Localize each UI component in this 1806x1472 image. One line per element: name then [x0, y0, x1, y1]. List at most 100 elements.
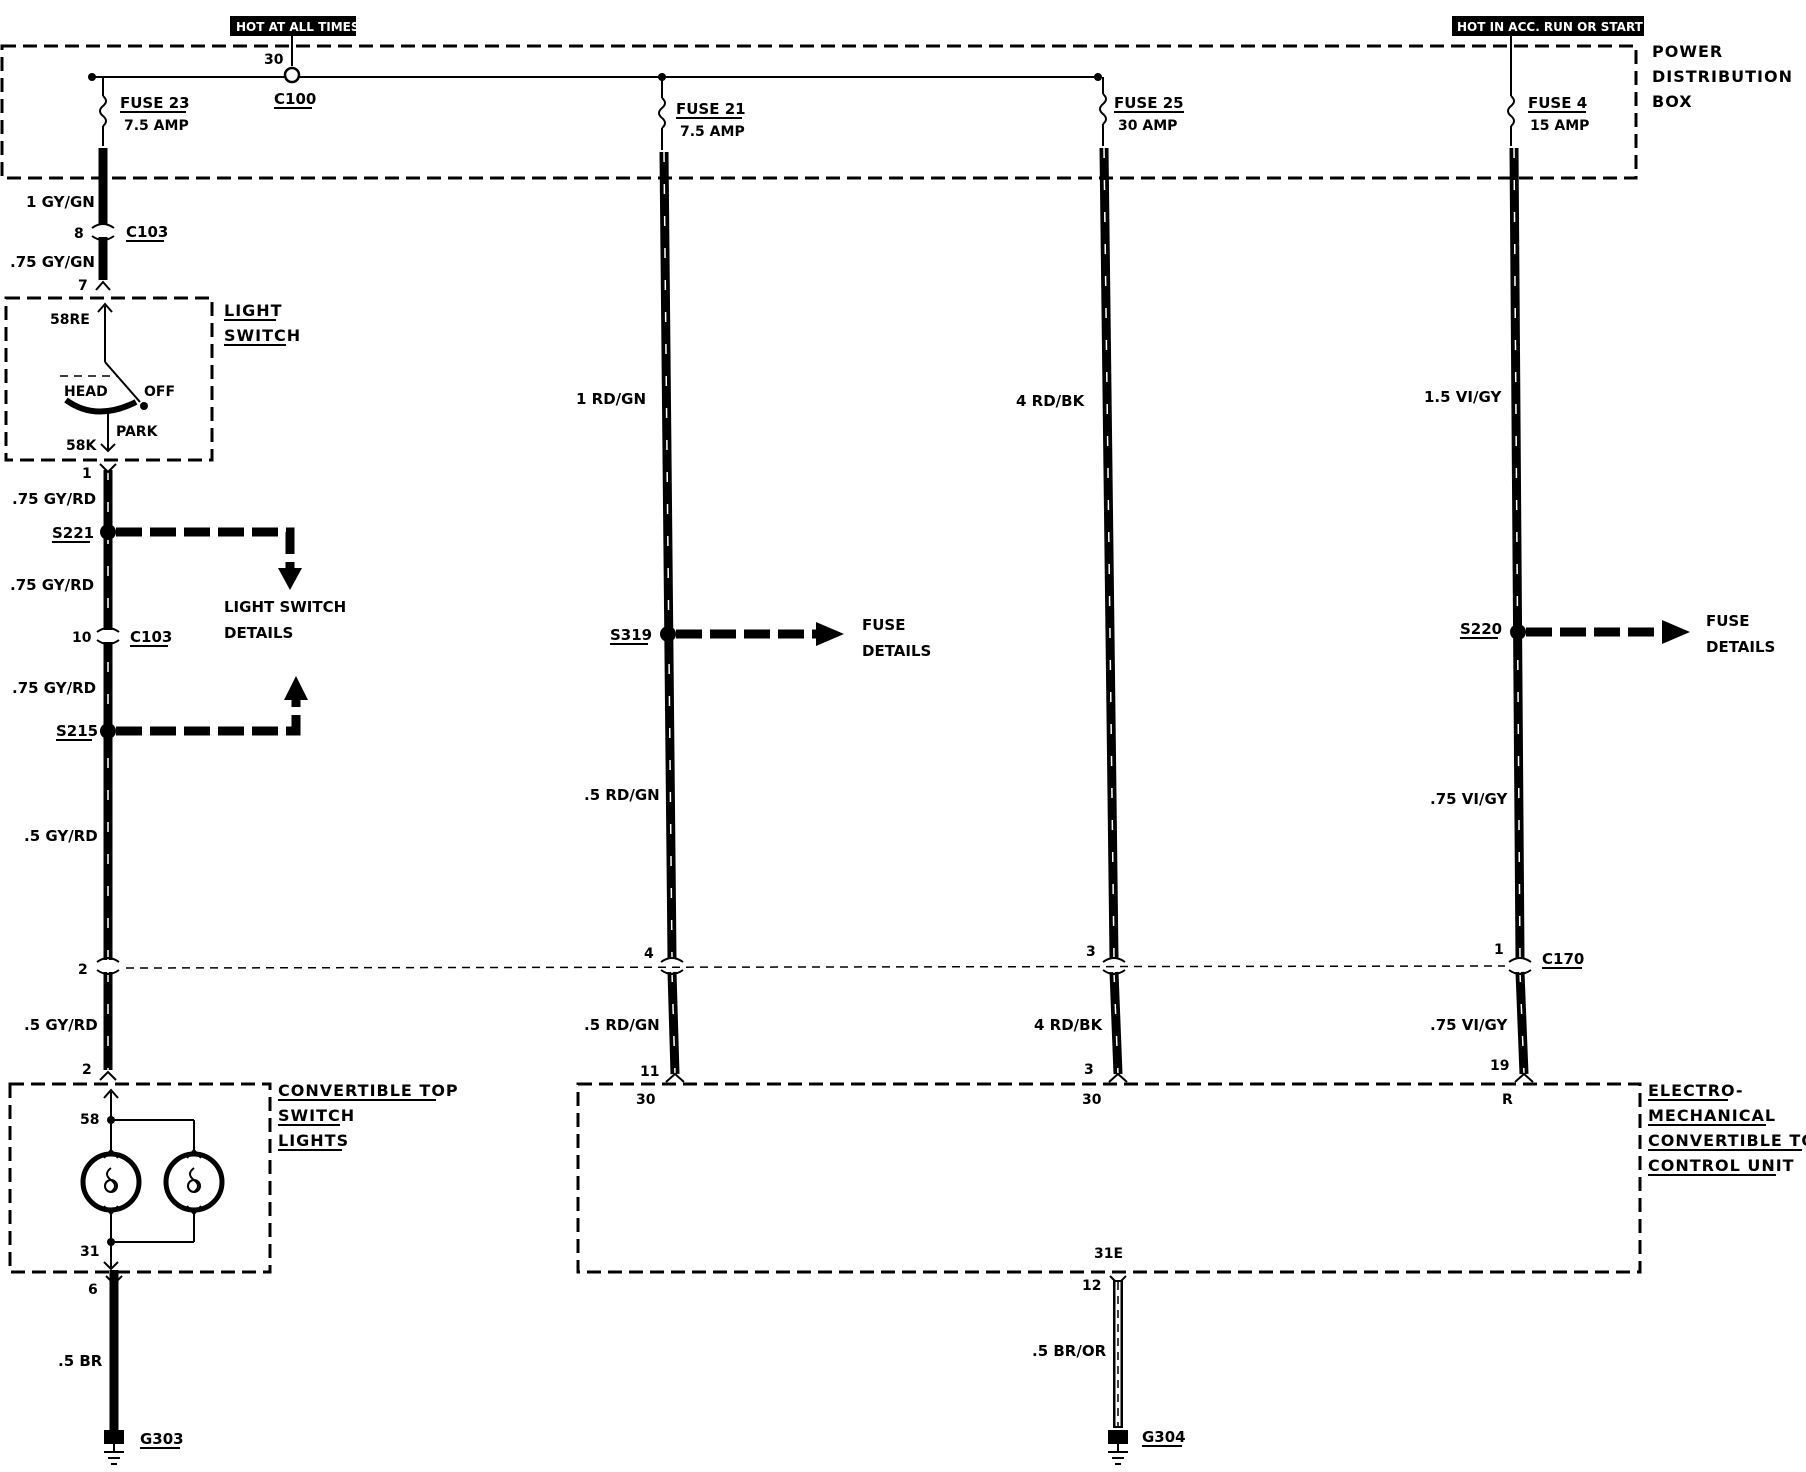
col4-c170-pin: 1 C170	[1494, 942, 1584, 975]
svg-text:HOT IN ACC. RUN OR START: HOT IN ACC. RUN OR START	[1457, 20, 1644, 34]
svg-text:FUSE 23: FUSE 23	[120, 94, 190, 112]
fuse-23: FUSE 23 7.5 AMP	[99, 77, 190, 146]
s221-splice	[100, 524, 116, 540]
wire-label-075-vigy-b: .75 VI/GY	[1430, 1016, 1508, 1034]
svg-text:FUSE: FUSE	[1706, 612, 1749, 630]
svg-text:CONTROL UNIT: CONTROL UNIT	[1648, 1156, 1795, 1175]
pin-12-label: 12	[1082, 1278, 1101, 1294]
pin-30-a-label: 30	[636, 1092, 656, 1108]
wire-label-05-gyrd-a: .5 GY/RD	[24, 827, 98, 845]
c100-terminal	[283, 66, 301, 84]
s221-label: S221	[52, 524, 94, 542]
svg-text:2: 2	[78, 962, 88, 978]
s220-splice	[1510, 624, 1526, 640]
convertible-top-switch-lights-label: CONVERTIBLE TOP SWITCH LIGHTS	[278, 1081, 458, 1151]
fuse-details-ref-b: FUSE DETAILS	[1706, 612, 1775, 656]
col3-c170-pin: 3	[1086, 944, 1126, 975]
wire-label-4-rdbk-b: 4 RD/BK	[1034, 1016, 1104, 1034]
svg-text:1: 1	[1494, 942, 1504, 958]
pin-2-low-label: 2	[82, 1062, 92, 1078]
bulb-1-icon	[80, 1151, 142, 1213]
svg-text:POWER: POWER	[1652, 42, 1723, 61]
wire-label-075-gyrd-b: .75 GY/RD	[10, 576, 94, 594]
svg-text:FUSE 4: FUSE 4	[1528, 94, 1587, 112]
svg-text:58RE: 58RE	[50, 312, 90, 328]
svg-text:LIGHT SWITCH: LIGHT SWITCH	[224, 598, 346, 616]
wire-col4	[1509, 147, 1529, 1075]
bulb-2-icon	[163, 1151, 225, 1213]
pin-6-label: 6	[88, 1282, 98, 1298]
control-unit-label: ELECTRO- MECHANICAL CONVERTIBLE TOP CONT…	[1648, 1081, 1806, 1176]
svg-text:FUSE 21: FUSE 21	[676, 100, 746, 118]
c103-top-connector: 8 C103	[74, 223, 168, 242]
svg-text:HOT AT ALL TIMES: HOT AT ALL TIMES	[236, 20, 360, 34]
svg-text:DISTRIBUTION: DISTRIBUTION	[1652, 67, 1793, 86]
svg-text:OFF: OFF	[144, 384, 175, 400]
svg-text:HEAD: HEAD	[64, 384, 108, 400]
wire-label-05-bror: .5 BR/OR	[1032, 1342, 1107, 1360]
svg-text:58K: 58K	[66, 438, 97, 454]
svg-text:8: 8	[74, 226, 84, 242]
svg-text:BOX: BOX	[1652, 92, 1693, 111]
wire-label-15-vigy: 1.5 VI/GY	[1424, 388, 1502, 406]
svg-text:DETAILS: DETAILS	[1706, 638, 1775, 656]
fuse-21: FUSE 21 7.5 AMP	[658, 77, 746, 150]
switch-light-bulbs: 58 31	[80, 1088, 225, 1271]
wire-col2	[659, 151, 680, 1075]
light-switch-details-ref: LIGHT SWITCH DETAILS	[224, 598, 346, 642]
svg-text:LIGHT: LIGHT	[224, 301, 283, 320]
wire-label-1-rdgn: 1 RD/GN	[576, 390, 646, 408]
pin-30-b-label: 30	[1082, 1092, 1102, 1108]
wire-label-075-gygn: .75 GY/GN	[10, 253, 95, 271]
g303-ground: G303	[104, 1430, 184, 1465]
wire-label-05-br: .5 BR	[58, 1352, 103, 1370]
svg-text:7.5 AMP: 7.5 AMP	[680, 124, 745, 140]
s215-label: S215	[56, 722, 98, 740]
svg-text:LIGHTS: LIGHTS	[278, 1131, 349, 1150]
svg-text:SWITCH: SWITCH	[224, 326, 301, 345]
svg-text:G303: G303	[140, 1430, 184, 1448]
light-switch-box	[4, 296, 214, 462]
s319-label: S319	[610, 626, 652, 644]
svg-text:FUSE: FUSE	[862, 616, 905, 634]
pin-11-label: 11	[640, 1064, 659, 1080]
hot-at-all-times-tag: HOT AT ALL TIMES	[230, 16, 360, 66]
pin-31e-label: 31E	[1094, 1246, 1123, 1262]
wire-label-4-rdbk-a: 4 RD/BK	[1016, 392, 1086, 410]
svg-text:31: 31	[80, 1244, 99, 1260]
wire-label-05-gyrd-b: .5 GY/RD	[24, 1016, 98, 1034]
c170-connector-line	[125, 965, 1506, 969]
svg-text:DETAILS: DETAILS	[224, 624, 293, 642]
svg-text:30 AMP: 30 AMP	[1118, 118, 1177, 134]
wire-label-075-gyrd-c: .75 GY/RD	[12, 679, 96, 697]
s221-reference-arrow	[116, 527, 295, 574]
fuse-details-ref-a: FUSE DETAILS	[862, 616, 931, 660]
svg-text:58: 58	[80, 1112, 99, 1128]
wire-col1	[98, 148, 119, 1430]
convertible-top-control-unit-box	[576, 1082, 1642, 1274]
svg-text:FUSE 25: FUSE 25	[1114, 94, 1184, 112]
col2-c170-pin: 4	[644, 946, 684, 975]
wire-label-05-rdgn-a: .5 RD/GN	[584, 786, 660, 804]
convertible-top-switch-lights-box	[8, 1082, 272, 1274]
wire-col3	[1099, 147, 1123, 1075]
fuse-4: FUSE 4 15 AMP	[1507, 86, 1589, 146]
pin-r-label: R	[1502, 1092, 1513, 1108]
svg-text:DETAILS: DETAILS	[862, 642, 931, 660]
wire-label-075-vigy-a: .75 VI/GY	[1430, 790, 1508, 808]
col1-c170-pin: 2	[78, 957, 120, 978]
s215-splice	[100, 723, 116, 739]
s215-reference-arrow	[116, 696, 301, 736]
light-switch-label: LIGHT SWITCH	[224, 301, 301, 346]
hot-in-acc-tag: HOT IN ACC. RUN OR START	[1452, 16, 1644, 86]
svg-text:C103: C103	[126, 223, 168, 241]
s319-splice	[660, 626, 676, 642]
svg-text:MECHANICAL: MECHANICAL	[1648, 1106, 1776, 1125]
power-distribution-box	[0, 44, 1638, 180]
wire-label-1-gygn: 1 GY/GN	[26, 193, 95, 211]
svg-text:C170: C170	[1542, 950, 1584, 968]
terminal-30-label: 30	[264, 52, 284, 68]
pin-7-label: 7	[78, 278, 88, 294]
svg-text:3: 3	[1086, 944, 1096, 960]
